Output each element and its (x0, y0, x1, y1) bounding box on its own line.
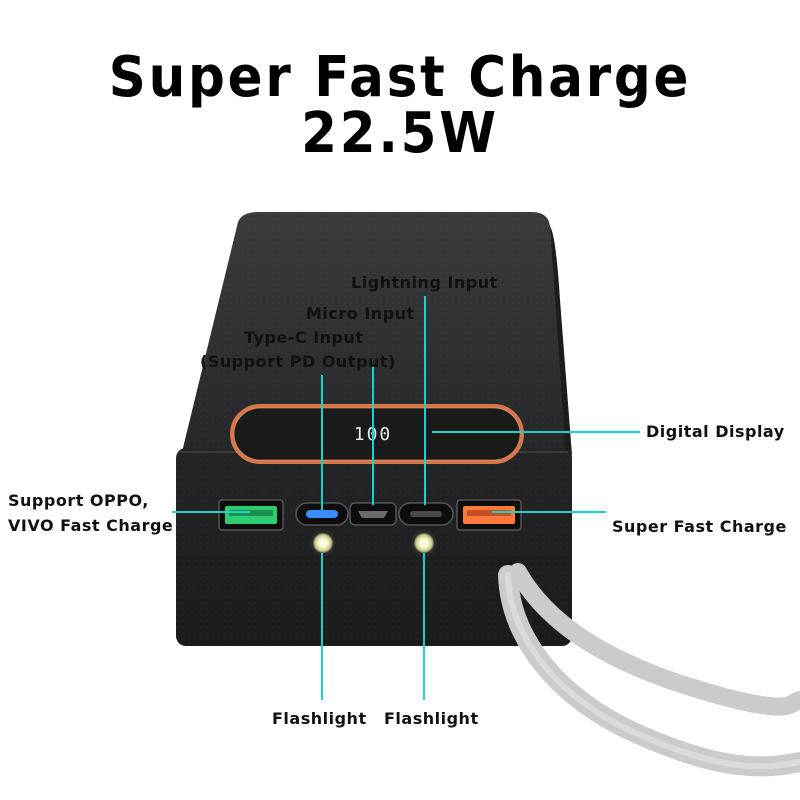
label-flashlight-left: Flashlight (272, 709, 367, 728)
label-oppo-vivo-line1: Support OPPO, (8, 491, 149, 510)
label-type-c-input-note: (Support PD Output) (200, 352, 396, 371)
label-super-fast-charge: Super Fast Charge (612, 517, 787, 536)
lightning-port (398, 502, 454, 526)
callout-lines (172, 296, 640, 700)
ports (218, 499, 522, 531)
micro-usb-port (349, 502, 397, 526)
flashlight-led-right (411, 530, 437, 556)
label-type-c-input: Type-C Input (244, 328, 364, 347)
label-digital-display: Digital Display (646, 422, 785, 441)
label-flashlight-right: Flashlight (384, 709, 479, 728)
digital-display: 100 (230, 404, 524, 464)
flashlight-led-left (310, 530, 336, 556)
usb-a-port-green (218, 499, 284, 531)
usb-a-port-orange (456, 499, 522, 531)
label-oppo-vivo-line2: VIVO Fast Charge (8, 516, 174, 535)
charging-cable (498, 560, 800, 777)
power-bank (176, 212, 572, 646)
label-lightning-input: Lightning Input (351, 273, 498, 292)
headline: Super Fast Charge 22.5W (108, 45, 692, 166)
label-micro-input: Micro Input (306, 304, 415, 323)
